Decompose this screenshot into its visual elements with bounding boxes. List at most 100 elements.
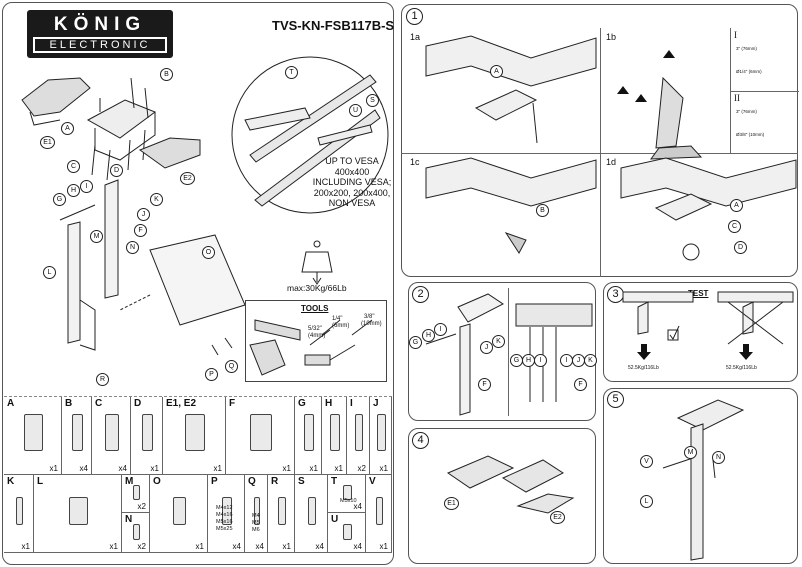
label-T: T (285, 66, 298, 79)
parts-divider (4, 396, 392, 397)
brand-bottom: ELECTRONIC (33, 37, 167, 53)
screw-Q-3: M6 (252, 527, 260, 533)
part-quantity: x4 (315, 542, 324, 551)
step-1d-label-A: A (730, 199, 743, 212)
label-U: U (349, 104, 362, 117)
step-2-drawing (425, 293, 593, 416)
part-quantity: x1 (379, 542, 388, 551)
part-quantity: x1 (334, 464, 343, 473)
step-2-label-J: J (480, 341, 493, 354)
step-1d-label-C: C (728, 220, 741, 233)
step-1d-label-D: D (734, 241, 747, 254)
screw-P-1: M4x12 (216, 505, 233, 511)
label-P: P (205, 368, 218, 381)
label-E1: E1 (40, 136, 55, 149)
part-illustration (23, 413, 44, 451)
screw-Q-1: M4 (252, 513, 260, 519)
vesa-spec: UP TO VESA 400x400 INCLUDING VESA; 200x2… (312, 156, 392, 209)
part-quantity: x2 (137, 502, 146, 511)
part-quantity: x4 (79, 464, 88, 473)
drill-size-1-mm: (4mm) (308, 333, 326, 339)
part-illustration (72, 413, 83, 451)
part-quantity: x4 (353, 542, 362, 551)
part-label: P (211, 476, 218, 487)
step-4-label-E1: E1 (444, 497, 459, 510)
step-1-number: 1 (406, 8, 423, 25)
step-2-r-label-K: K (584, 354, 597, 367)
step-2-label-F: F (478, 378, 491, 391)
part-quantity: x1 (309, 464, 318, 473)
part-quantity: x1 (109, 542, 118, 551)
part-illustration (132, 485, 141, 501)
part-illustration (377, 413, 386, 451)
label-B: B (160, 68, 173, 81)
part-quantity: x1 (213, 464, 222, 473)
label-N: N (126, 241, 139, 254)
part-illustration (184, 413, 206, 451)
part-label: U (331, 514, 339, 525)
part-illustration (342, 485, 353, 501)
part-illustration (307, 496, 317, 526)
part-illustration (249, 413, 273, 451)
brand-top: KÖNIG (53, 14, 147, 35)
part-illustration (304, 413, 314, 451)
detail-I-title: I (734, 30, 737, 40)
part-quantity: x1 (282, 542, 291, 551)
step-3-drawing (622, 291, 794, 360)
part-illustration (330, 413, 340, 451)
step-1-drawing (425, 35, 797, 261)
brand-logo: KÖNIG ELECTRONIC (27, 10, 173, 58)
tools-title: TOOLS (301, 304, 329, 313)
screw-P-4: M5x25 (216, 526, 233, 532)
part-label: A (7, 398, 15, 409)
drill-size-3-mm: (10mm) (361, 321, 382, 327)
detail-II-depth: 3" (76mm) (736, 109, 757, 114)
part-label: T (331, 476, 338, 487)
vesa-line-4: 200x200, 200x400, (313, 187, 391, 198)
vesa-line-5: NON VESA (328, 198, 376, 208)
part-quantity: x2 (357, 464, 366, 473)
step-2-r-label-I: I (534, 354, 547, 367)
part-label: S (298, 476, 305, 487)
label-I: I (80, 180, 93, 193)
label-L: L (43, 266, 56, 279)
label-F: F (134, 224, 147, 237)
part-quantity: x1 (49, 464, 58, 473)
step-2-label-G: G (409, 336, 422, 349)
part-illustration (222, 496, 232, 526)
part-quantity: x1 (379, 464, 388, 473)
step-1d-label: 1d (606, 157, 617, 167)
step-2-r-label-F: F (574, 378, 587, 391)
model-number: TVS-KN-FSB117B-S (272, 18, 395, 33)
part-quantity: x4 (232, 542, 241, 551)
tools-box: TOOLS 5/32" (4mm) 1/4" (6mm) 3/8" (10mm) (245, 300, 387, 382)
part-illustration (342, 523, 353, 540)
part-label: C (95, 398, 103, 409)
label-A: A (61, 122, 74, 135)
label-M: M (90, 230, 103, 243)
step-3-load-right: 52.5Kg/116Lb (726, 365, 757, 371)
step-5-label-M: M (684, 446, 697, 459)
step-1-divider-h (401, 153, 798, 154)
part-label: R (271, 476, 279, 487)
label-K: K (150, 193, 163, 206)
part-quantity: x4 (118, 464, 127, 473)
step-3-test-title: TEST (688, 289, 709, 298)
step-1b-label: 1b (606, 32, 617, 42)
screw-Q-2: M5 (252, 520, 260, 526)
part-label: M (125, 476, 134, 487)
